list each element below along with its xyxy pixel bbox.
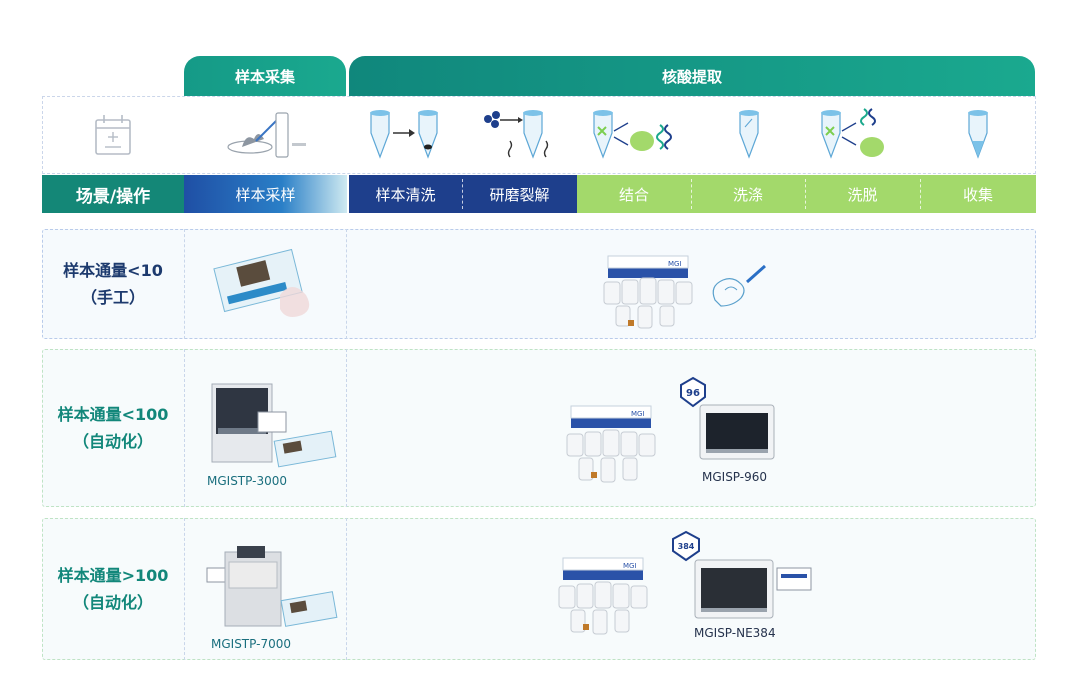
washing-tube-icon bbox=[692, 96, 805, 174]
divider bbox=[920, 179, 921, 209]
divider bbox=[346, 518, 347, 660]
divider bbox=[691, 179, 692, 209]
swab-sampling-icon bbox=[184, 96, 347, 174]
auto-kit-image-384: MGI bbox=[555, 554, 655, 640]
label-step-washing: 洗涤 bbox=[732, 185, 763, 204]
row-label-manual: 样本通量<10 （手工） bbox=[63, 261, 163, 307]
label-step-elution: 洗脱 bbox=[847, 185, 878, 204]
divider bbox=[184, 229, 185, 339]
label-scene-operation: 场景/操作 bbox=[42, 175, 184, 213]
elution-icon bbox=[806, 96, 920, 174]
label-sampling: 样本采样 bbox=[184, 175, 347, 213]
divider bbox=[805, 179, 806, 209]
tab-sample-collection: 样本采集 bbox=[184, 56, 346, 96]
divider bbox=[184, 349, 185, 507]
row-auto-96 bbox=[42, 349, 1036, 507]
auto-kit-image-96: MGI bbox=[563, 402, 663, 488]
calendar-icon bbox=[42, 96, 184, 174]
divider bbox=[346, 229, 347, 339]
mgisp-960-image bbox=[698, 403, 778, 467]
label-step-binding: 结合 bbox=[618, 185, 649, 204]
model-mgisp-960: MGISP-960 bbox=[702, 470, 768, 484]
collection-tube-icon bbox=[921, 96, 1035, 174]
badge-384-icon: 384 bbox=[670, 530, 702, 566]
mgisp-ne384-image bbox=[693, 558, 815, 624]
model-mgistp-7000: MGISTP-7000 bbox=[211, 637, 291, 651]
row-auto-384 bbox=[42, 518, 1036, 660]
wash-tube-icon bbox=[349, 96, 461, 174]
binding-icon bbox=[578, 96, 691, 174]
tab-nucleic-acid-extraction: 核酸提取 bbox=[349, 56, 1035, 96]
label-step-collection: 收集 bbox=[962, 185, 993, 204]
manual-kit-image: MGI bbox=[598, 252, 698, 336]
brand-mgi: MGI bbox=[631, 410, 645, 418]
mgistp-3000-image bbox=[210, 376, 346, 472]
lysis-icon bbox=[462, 96, 577, 174]
label-step-lysis: 研磨裂解 bbox=[462, 175, 577, 213]
brand-mgi: MGI bbox=[668, 260, 682, 268]
row-label-auto-96: 样本通量<100 （自动化） bbox=[57, 405, 169, 451]
badge-96-icon: 96 bbox=[678, 376, 708, 412]
swab-kit-image bbox=[210, 240, 325, 329]
badge-384-label: 384 bbox=[678, 542, 695, 551]
mgistp-7000-image bbox=[205, 544, 341, 634]
badge-96-label: 96 bbox=[686, 388, 700, 399]
label-green-band bbox=[577, 175, 1036, 213]
brand-mgi: MGI bbox=[623, 562, 637, 570]
model-mgistp-3000: MGISTP-3000 bbox=[207, 474, 287, 488]
row-label-auto-384: 样本通量>100 （自动化） bbox=[57, 566, 169, 612]
model-mgisp-ne384: MGISP-NE384 bbox=[694, 626, 776, 640]
hand-pipette-icon bbox=[707, 262, 771, 314]
label-step-wash: 样本清洗 bbox=[349, 175, 462, 213]
divider bbox=[462, 179, 463, 209]
divider bbox=[184, 518, 185, 660]
row-manual bbox=[42, 229, 1036, 339]
divider bbox=[346, 349, 347, 507]
